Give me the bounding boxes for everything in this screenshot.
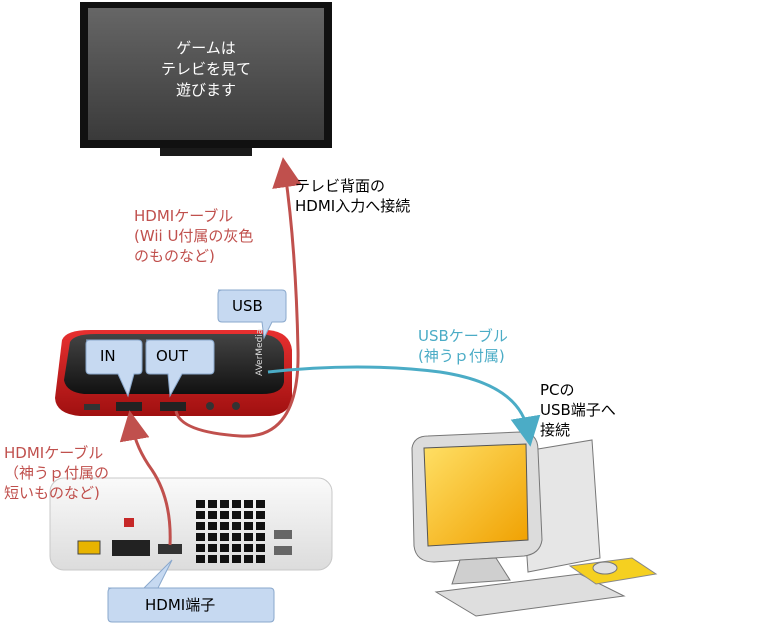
hdmi-cable-bottom [119,410,172,546]
vent-cell [208,522,217,530]
vent-cell [256,511,265,519]
vent-cell [232,544,241,552]
callout-usb-text: USB [232,297,263,315]
vent-cell [220,500,229,508]
tv-stand [160,148,252,156]
hdmi-cable-top [174,157,302,438]
vent-cell [220,533,229,541]
vent-cell [244,555,253,563]
wii-u-console [49,477,333,571]
vent-cell [208,544,217,552]
mouse [592,561,618,575]
vent-cell [256,522,265,530]
pc [411,431,658,617]
vent-cell [208,500,217,508]
callout-hdmi-port-text: HDMI端子 [145,596,215,614]
device-usb-port [84,404,100,410]
callout-usb: USB [217,289,287,340]
vent-cell [244,533,253,541]
vent-cell [220,511,229,519]
vent-cell [232,511,241,519]
hdmi-cable-bottom-label: HDMIケーブル （神うｐ付属の 短いものなど) [4,444,110,502]
audio-jack-2 [232,402,240,410]
audio-jack-1 [206,402,214,410]
tv-screen [88,8,324,140]
vent-cell [208,533,217,541]
tv-connection-label: テレビ背面の HDMI入力へ接続 [295,177,411,215]
vent-cell [256,555,265,563]
device-out-port [160,402,186,411]
vent-cell [244,511,253,519]
vent-cell [244,522,253,530]
usb-port-1 [274,530,292,539]
vent-grille [196,500,265,563]
vent-cell [220,522,229,530]
vent-cell [256,500,265,508]
vent-cell [220,555,229,563]
vent-cell [196,522,205,530]
vent-cell [244,544,253,552]
vent-cell [196,500,205,508]
vent-cell [232,533,241,541]
tv [80,2,332,156]
callout-out-text: OUT [156,347,189,365]
callout-hdmi-port: HDMI端子 [107,559,275,623]
vent-cell [232,555,241,563]
vent-cell [208,555,217,563]
console-hdmi-port [158,544,182,554]
av-port [112,540,150,556]
vent-cell [256,544,265,552]
monitor-screen [423,443,529,547]
device-brand: AVerMedia [255,329,265,376]
device-in-port [116,402,142,411]
monitor-stand [451,557,511,585]
red-led-port [124,518,134,527]
vent-cell [196,555,205,563]
vent-cell [232,500,241,508]
usb-cable-label: USBケーブル (神うｐ付属) [418,327,508,365]
usb-cable [267,365,541,447]
callout-in-text: IN [100,347,116,365]
pc-port-label: PCの USB端子へ 接続 [540,381,616,439]
vent-cell [196,544,205,552]
vent-cell [244,500,253,508]
vent-cell [196,511,205,519]
vent-cell [256,533,265,541]
vent-cell [196,533,205,541]
tv-screen-text: ゲームは テレビを見て 遊びます [160,39,251,99]
keyboard [434,573,626,617]
vent-cell [220,544,229,552]
power-port [77,540,101,555]
vent-cell [208,511,217,519]
callout-out: OUT [145,339,215,398]
vent-cell [232,522,241,530]
hdmi-cable-top-label: HDMIケーブル (Wii U付属の灰色 のものなど) [134,207,254,265]
callout-in: IN [85,339,143,398]
usb-port-2 [274,546,292,555]
